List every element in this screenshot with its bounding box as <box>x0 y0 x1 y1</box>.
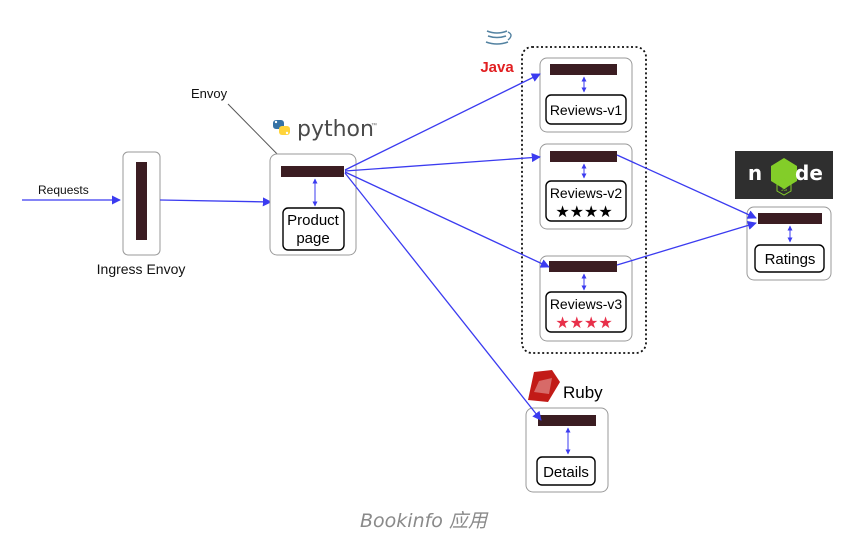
reviews-v1-label: Reviews-v1 <box>550 102 623 118</box>
figure-caption: Bookinfo 应用 <box>360 510 487 532</box>
ingress-envoy <box>122 151 161 256</box>
python-logo-icon <box>273 120 290 135</box>
java-logo-icon <box>485 14 512 45</box>
productpage-label-line1: Product <box>287 212 340 229</box>
reviews-v2-to-ratings-arrow <box>616 154 757 219</box>
reviews-v2-label: Reviews-v2 <box>550 185 623 201</box>
node-text-de: de <box>795 161 823 185</box>
requests-label: Requests <box>38 183 89 197</box>
reviews-v3-service <box>539 255 633 342</box>
details-service <box>525 407 609 493</box>
productpage-to-reviews-v1-arrow <box>344 73 541 171</box>
ratings-service <box>746 206 832 281</box>
nodejs-logo-icon <box>735 151 833 199</box>
details-label: Details <box>543 464 589 481</box>
reviews-v2-stars: ★★★★ <box>555 202 612 221</box>
reviews-v2-service <box>539 143 633 230</box>
node-text-n: n <box>748 161 762 185</box>
reviews-v1-service <box>539 57 633 133</box>
productpage-service <box>269 153 357 256</box>
ratings-label: Ratings <box>765 251 816 268</box>
reviews-v3-label: Reviews-v3 <box>550 296 623 312</box>
python-label: python <box>297 117 374 142</box>
envoy-label: Envoy <box>191 86 228 101</box>
ingress-envoy-label: Ingress Envoy <box>97 261 186 277</box>
envoy-pointer-line <box>227 103 286 163</box>
productpage-to-reviews-v3-arrow <box>344 171 550 268</box>
reviews-v3-to-ratings-arrow <box>616 221 757 266</box>
python-tm-mark: ™ <box>371 122 377 129</box>
ingress-to-productpage-arrow <box>159 197 272 207</box>
productpage-to-details-arrow <box>344 172 542 421</box>
reviews-v3-stars: ★★★★ <box>555 313 612 332</box>
productpage-to-reviews-v2-arrow <box>344 153 541 172</box>
productpage-label-line2: page <box>296 230 329 247</box>
node-js-label: JS <box>781 187 788 193</box>
ruby-logo-icon <box>528 370 560 402</box>
reviews-group-boundary <box>521 46 647 354</box>
java-label: Java <box>480 59 514 76</box>
ruby-label: Ruby <box>563 383 603 402</box>
